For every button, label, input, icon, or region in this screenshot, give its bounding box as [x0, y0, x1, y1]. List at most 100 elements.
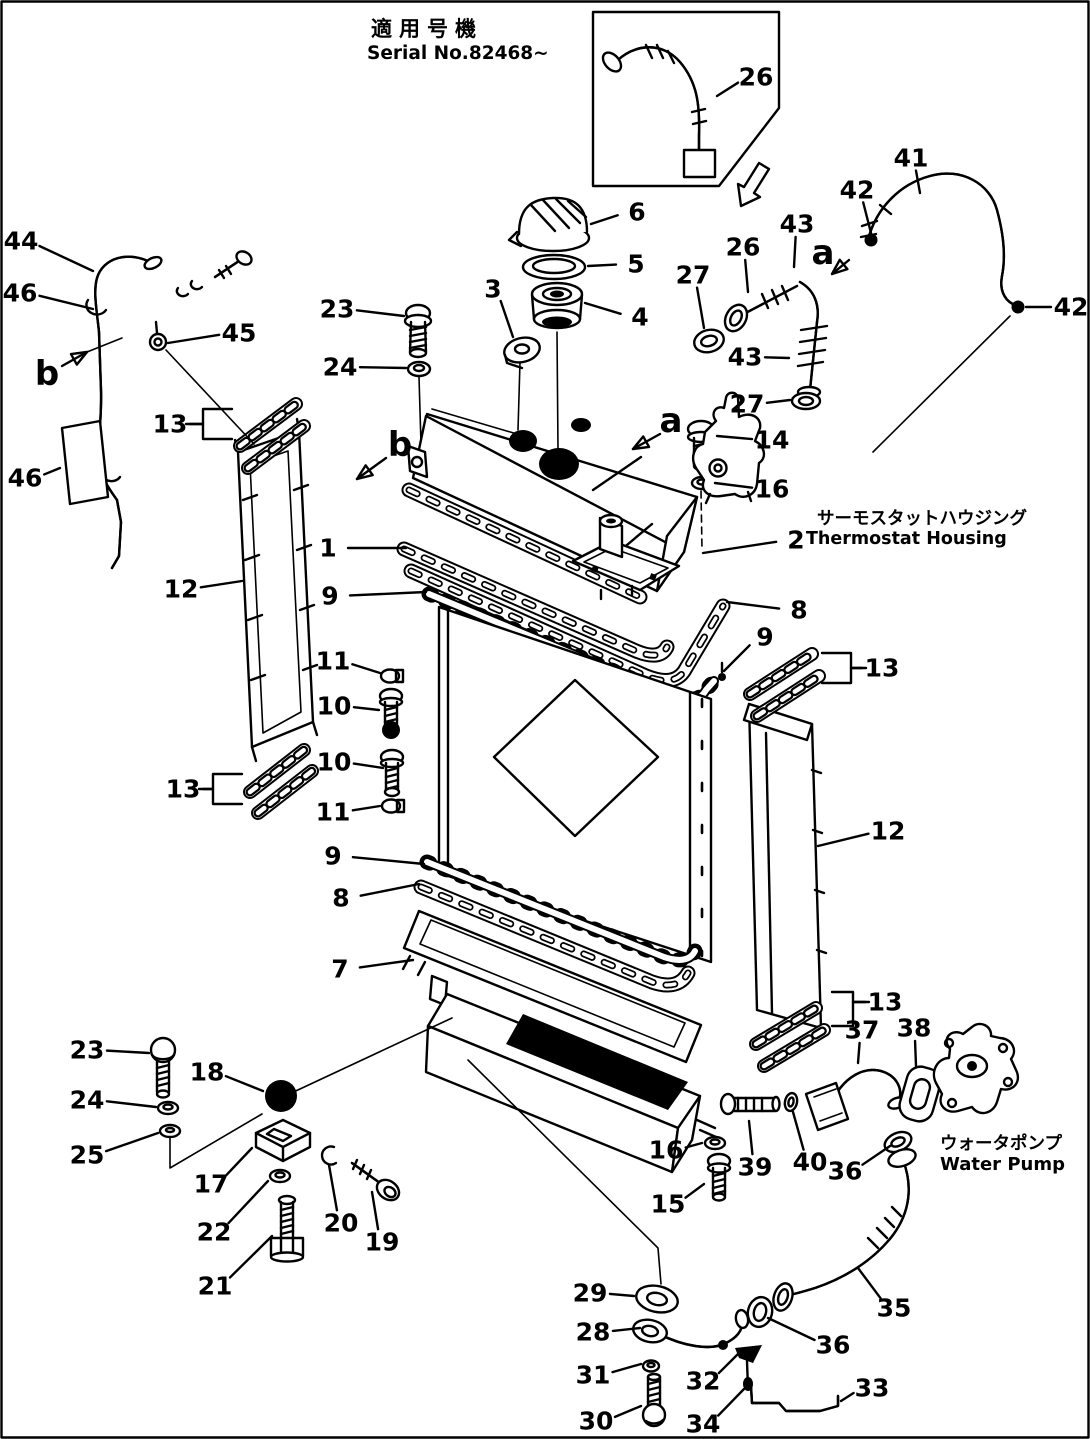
clamp-42-right	[1011, 300, 1025, 314]
leader-18	[224, 1074, 265, 1093]
bolt-30	[641, 1372, 667, 1428]
leader-26	[715, 81, 740, 98]
leader-42	[861, 201, 873, 235]
callout-42: 42	[840, 176, 875, 205]
shroud-frame-7	[401, 909, 703, 1064]
callout-35: 35	[877, 1294, 912, 1323]
leader-28	[611, 1326, 642, 1333]
filler-neck-4	[530, 281, 584, 451]
water-pump-label-en: Water Pump	[940, 1154, 1065, 1175]
leader-2	[701, 540, 778, 555]
thermostat-mount-plate	[571, 513, 681, 601]
leader-12	[816, 832, 870, 848]
leader-14	[715, 434, 754, 441]
ref-letter-a: a	[660, 401, 683, 441]
bolt-15	[706, 1152, 732, 1202]
callout-15: 15	[651, 1190, 686, 1219]
callout-8: 8	[332, 884, 349, 913]
callout-29: 29	[573, 1279, 608, 1308]
radiator-core	[437, 605, 713, 964]
water-pump	[932, 1022, 1020, 1115]
clip-11-upper	[379, 668, 405, 684]
cushion-mount-18	[265, 1080, 297, 1112]
leader-3	[499, 299, 515, 339]
elbow-pipe-43	[796, 280, 829, 399]
callout-23: 23	[320, 295, 355, 324]
callout-26: 26	[726, 233, 761, 262]
side-frame-right-12	[742, 702, 828, 1030]
callout-20: 20	[324, 1209, 359, 1238]
leader-33	[839, 1391, 855, 1403]
callout-13: 13	[166, 775, 201, 804]
callout-45: 45	[222, 319, 257, 348]
leader-29	[608, 1292, 636, 1298]
nut-31	[641, 1359, 661, 1373]
assembly-line	[284, 1017, 453, 1097]
callout-16: 16	[649, 1136, 684, 1165]
hose-clamp-36-lower	[746, 1295, 774, 1329]
gasket-38	[898, 1065, 942, 1123]
callout-41: 41	[894, 144, 929, 173]
leader-10	[352, 762, 385, 770]
tank-flange	[401, 482, 648, 605]
bolt-21	[269, 1194, 305, 1263]
leader-31	[611, 1362, 643, 1374]
callout-3: 3	[484, 275, 501, 304]
callout-25: 25	[70, 1141, 105, 1170]
shim-strips-13-bottom-right	[749, 1001, 831, 1073]
callout-36: 36	[816, 1331, 851, 1360]
leader-24	[105, 1100, 158, 1109]
leader-45	[166, 333, 221, 345]
leader-43	[763, 356, 791, 360]
drain-bracket-32	[735, 1345, 762, 1391]
ref-letter-b: b	[388, 425, 412, 465]
callout-17: 17	[194, 1170, 229, 1199]
side-frame-left-12	[233, 417, 319, 763]
leader-15	[684, 1182, 706, 1199]
callout-4: 4	[631, 303, 648, 332]
leader-27	[695, 286, 706, 330]
callout-5: 5	[627, 250, 644, 279]
hose-clamp-27-lower	[790, 391, 822, 411]
clip-11-lower	[380, 798, 406, 814]
water-pump-label-ja: ウォータポンプ	[940, 1133, 1062, 1154]
drain-rod-33	[749, 1384, 840, 1413]
callout-10: 10	[317, 748, 352, 777]
shim-strips-13-bottom-left	[243, 743, 319, 820]
leader-22	[227, 1179, 270, 1225]
callout-27: 27	[730, 390, 765, 419]
arrowhead-b-icon	[355, 464, 374, 481]
leader-41	[914, 169, 922, 195]
view-direction-arrow-icon	[736, 161, 771, 208]
arrowhead-b-icon	[69, 350, 89, 366]
leader-19	[370, 1190, 380, 1231]
callout-46: 46	[8, 464, 43, 493]
leader-9	[351, 855, 426, 866]
leader-27	[765, 398, 792, 404]
leader-39	[747, 1119, 754, 1156]
thermostat-label-en: Thermostat Housing	[806, 529, 1007, 549]
callout-1: 1	[319, 534, 336, 563]
assembly-line	[165, 349, 255, 445]
thermostat-housing	[692, 391, 766, 505]
hose-clamp-27-upper	[693, 328, 725, 354]
callout-11: 11	[316, 647, 351, 676]
callout-16: 16	[755, 475, 790, 504]
callout-9: 9	[756, 623, 773, 652]
cap-ring-5	[521, 253, 587, 281]
core-mesh	[492, 678, 660, 838]
hose-41	[859, 172, 1020, 308]
outlet-pipe-28	[632, 1308, 750, 1350]
leader-34	[717, 1387, 746, 1417]
callout-46: 46	[3, 279, 38, 308]
assembly-line	[467, 1059, 662, 1285]
pin-9	[718, 661, 726, 681]
leader-11	[351, 804, 382, 812]
assembly-line	[872, 315, 1011, 453]
assembly-line	[86, 337, 123, 353]
arrow-a	[830, 258, 851, 276]
leader-5	[586, 263, 618, 268]
ref-letter-b: b	[35, 354, 59, 394]
